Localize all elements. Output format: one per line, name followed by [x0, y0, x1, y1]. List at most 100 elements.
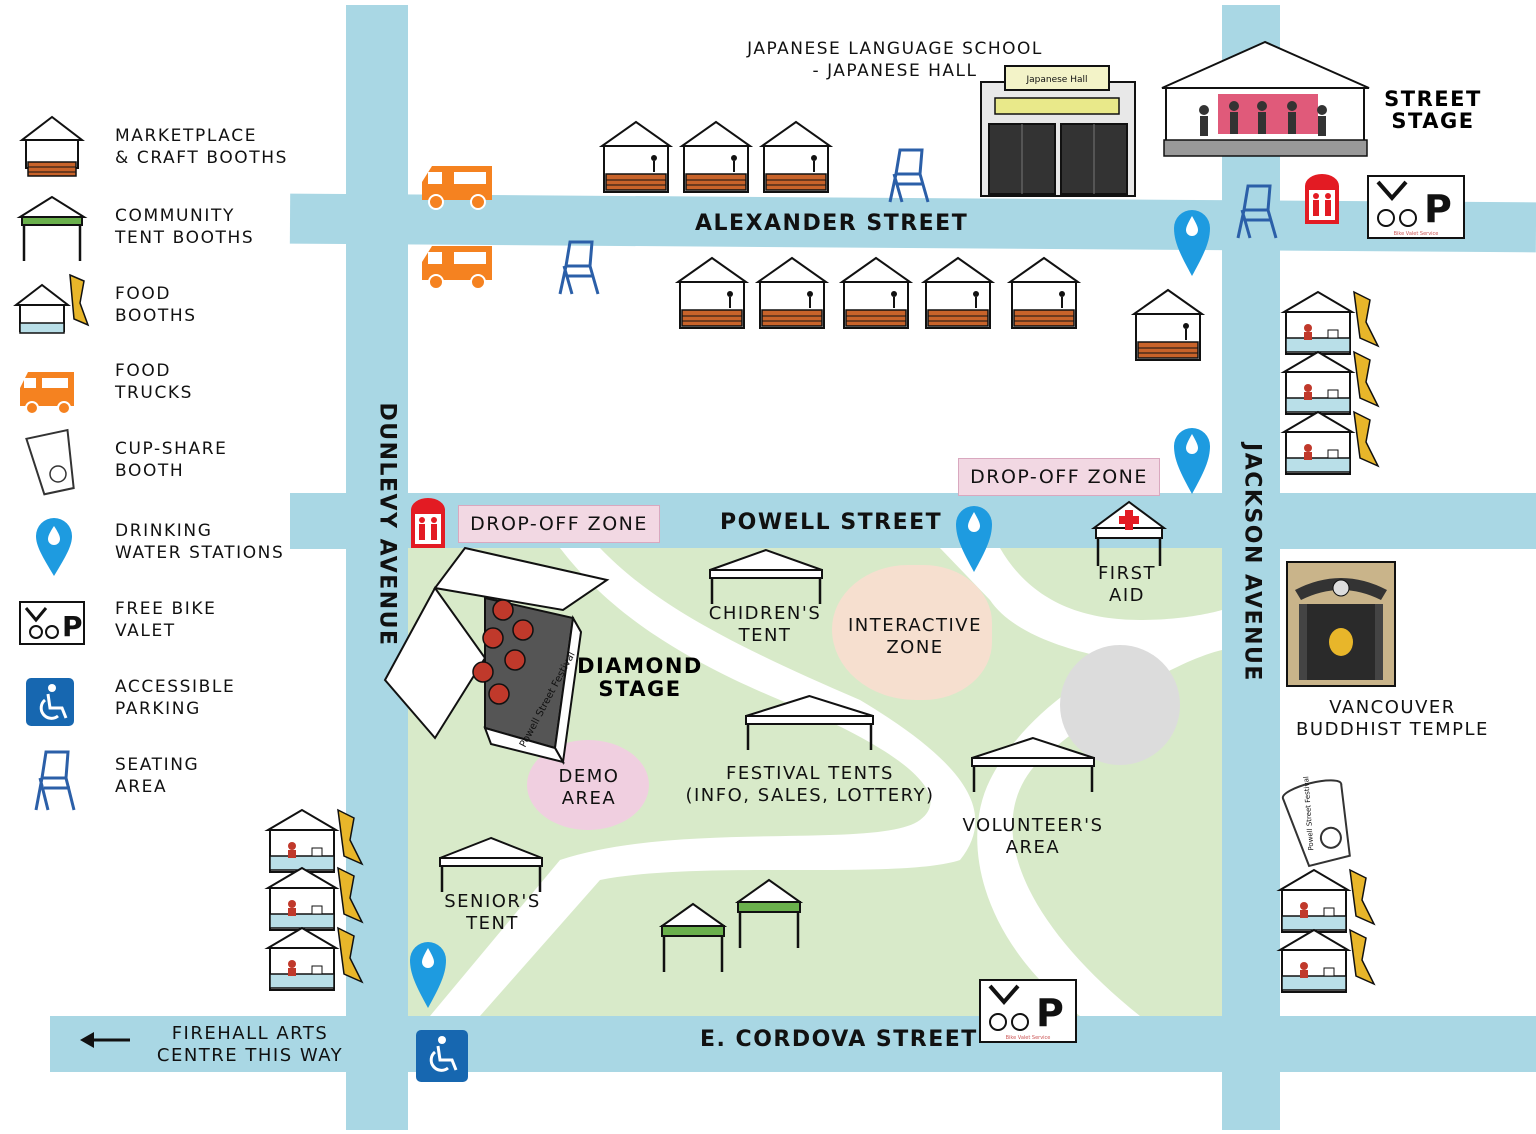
water-drop-icon	[36, 518, 72, 576]
pavilion-tent-icon	[971, 736, 1095, 792]
water-drop-icon	[1174, 428, 1210, 494]
pavilion-tent-icon	[745, 694, 874, 750]
marketplace-booth-icon	[1130, 288, 1206, 361]
legend-label: Community Tent Booths	[115, 206, 255, 248]
bike-valet-icon: P	[19, 601, 85, 645]
valet-caption: Bike Valet Service	[1006, 1035, 1051, 1041]
food-booth-icon	[1276, 868, 1376, 933]
chair-icon	[1236, 184, 1278, 239]
svg-text:P: P	[62, 610, 83, 643]
food-booth-icon	[13, 273, 90, 334]
legend-label: Seating Area	[115, 755, 200, 797]
drop-off-zone-left: Drop-Off Zone	[458, 505, 660, 543]
street-stage-label: Street Stage	[1384, 87, 1482, 133]
legend-label: Free Bike Valet	[115, 599, 217, 641]
toilet-icon	[1305, 174, 1339, 224]
food-truck-icon	[422, 246, 492, 290]
legend-item-water: Drinking Water Stations	[0, 510, 310, 580]
dunlevy-avenue-road	[346, 5, 408, 1130]
buddhist-temple-building	[1286, 561, 1396, 687]
demo-area-label: Demo Area	[558, 766, 620, 809]
japanese-hall-label: Japanese Language school - Japanese Hall	[747, 39, 1043, 81]
food-booth-icon	[264, 866, 364, 931]
marketplace-booth-icon	[920, 256, 996, 329]
alexander-street-label: Alexander Street	[695, 211, 969, 236]
water-drop-icon	[410, 942, 446, 1008]
svg-text:P: P	[1424, 187, 1452, 231]
buddhist-temple-label: Vancouver Buddhist Temple	[1296, 697, 1489, 740]
legend-label: Food Trucks	[115, 361, 194, 403]
seniors-tent-label: Senior's Tent	[444, 891, 541, 934]
svg-text:P: P	[1036, 991, 1064, 1035]
water-drop-icon	[956, 506, 992, 572]
accessible-parking-icon	[416, 1030, 468, 1082]
food-booth-icon	[264, 926, 364, 991]
pavilion-tent-icon	[439, 836, 543, 892]
cup-share-icon: Powell Street Festival	[1281, 776, 1351, 868]
community-tent-icon	[16, 195, 88, 261]
legend-label: Drinking Water Stations	[115, 521, 285, 563]
pavilion-tent-icon	[709, 548, 823, 604]
legend-item-seating: Seating Area	[0, 744, 310, 814]
childrens-tent-label: Chidren's Tent	[708, 603, 822, 646]
diamond-stage-label: Diamond Stage	[577, 654, 703, 701]
legend-label: Marketplace & Craft Booths	[115, 126, 289, 168]
interactive-zone-area	[832, 565, 992, 700]
japanese-hall-building: Japanese Hall	[980, 65, 1136, 197]
arrow-left-icon	[80, 1032, 130, 1048]
marketplace-booth-icon	[598, 120, 674, 193]
drop-off-zone-right: Drop-Off Zone	[958, 458, 1160, 496]
food-booth-icon	[1276, 928, 1376, 993]
cordova-street-road	[50, 1016, 1536, 1072]
food-booth-icon	[264, 808, 364, 873]
valet-caption: Bike Valet Service	[1394, 231, 1439, 237]
community-tent-icon	[734, 878, 804, 948]
chair-icon	[34, 750, 76, 811]
community-tent-icon	[658, 902, 728, 972]
legend-item-community: Community Tent Booths	[0, 195, 310, 265]
marketplace-booth-icon	[758, 120, 834, 193]
legend-item-food-booth: Food Booths	[0, 273, 310, 343]
food-truck-icon	[422, 166, 492, 210]
legend-item-bike-valet: P Free Bike Valet	[0, 588, 310, 658]
accessible-parking-icon	[26, 678, 74, 726]
food-truck-icon	[20, 372, 74, 415]
cordova-street-label: E. Cordova Street	[700, 1027, 978, 1052]
legend-label: Food Booths	[115, 284, 197, 326]
food-booth-icon	[1280, 350, 1380, 415]
legend: Marketplace & Craft Booths Community Ten…	[0, 110, 320, 830]
food-booth-icon	[1280, 290, 1380, 355]
chair-icon	[558, 240, 600, 295]
legend-label: Accessible Parking	[115, 677, 236, 719]
legend-item-marketplace: Marketplace & Craft Booths	[0, 115, 310, 185]
chair-icon	[888, 148, 930, 203]
volunteers-area-label: Volunteer's Area	[962, 815, 1104, 858]
marketplace-booth-icon	[678, 120, 754, 193]
festival-tents-label: Festival Tents (Info, Sales, Lottery)	[685, 763, 935, 806]
diamond-stage: Powell Street Festival	[383, 546, 610, 766]
marketplace-booth-icon	[1006, 256, 1082, 329]
cup-share-icon	[25, 428, 75, 496]
marketplace-booth-icon	[19, 115, 85, 177]
legend-item-accessible: Accessible Parking	[0, 666, 310, 736]
toilet-icon	[411, 498, 445, 548]
firehall-label: Firehall Arts Centre this way	[156, 1023, 344, 1066]
marketplace-booth-icon	[754, 256, 830, 329]
marketplace-booth-icon	[838, 256, 914, 329]
bike-valet-icon: P Bike Valet Service	[979, 979, 1077, 1043]
street-stage-tent	[1161, 40, 1370, 157]
first-aid-label: First Aid	[1097, 563, 1157, 606]
bike-valet-icon: P Bike Valet Service	[1367, 175, 1465, 239]
legend-item-cup-share: Cup-Share Booth	[0, 428, 310, 498]
legend-label: Cup-Share Booth	[115, 439, 228, 481]
interactive-zone-label: Interactive Zone	[848, 615, 982, 658]
water-drop-icon	[1174, 210, 1210, 276]
marketplace-booth-icon	[674, 256, 750, 329]
powell-street-label: Powell street	[720, 510, 943, 535]
jackson-avenue-label: Jackson Avenue	[1239, 443, 1265, 682]
hall-sign-text: Japanese Hall	[1025, 75, 1087, 85]
food-booth-icon	[1280, 410, 1380, 475]
legend-item-food-truck: Food Trucks	[0, 350, 310, 420]
first-aid-tent-icon	[1090, 500, 1168, 566]
